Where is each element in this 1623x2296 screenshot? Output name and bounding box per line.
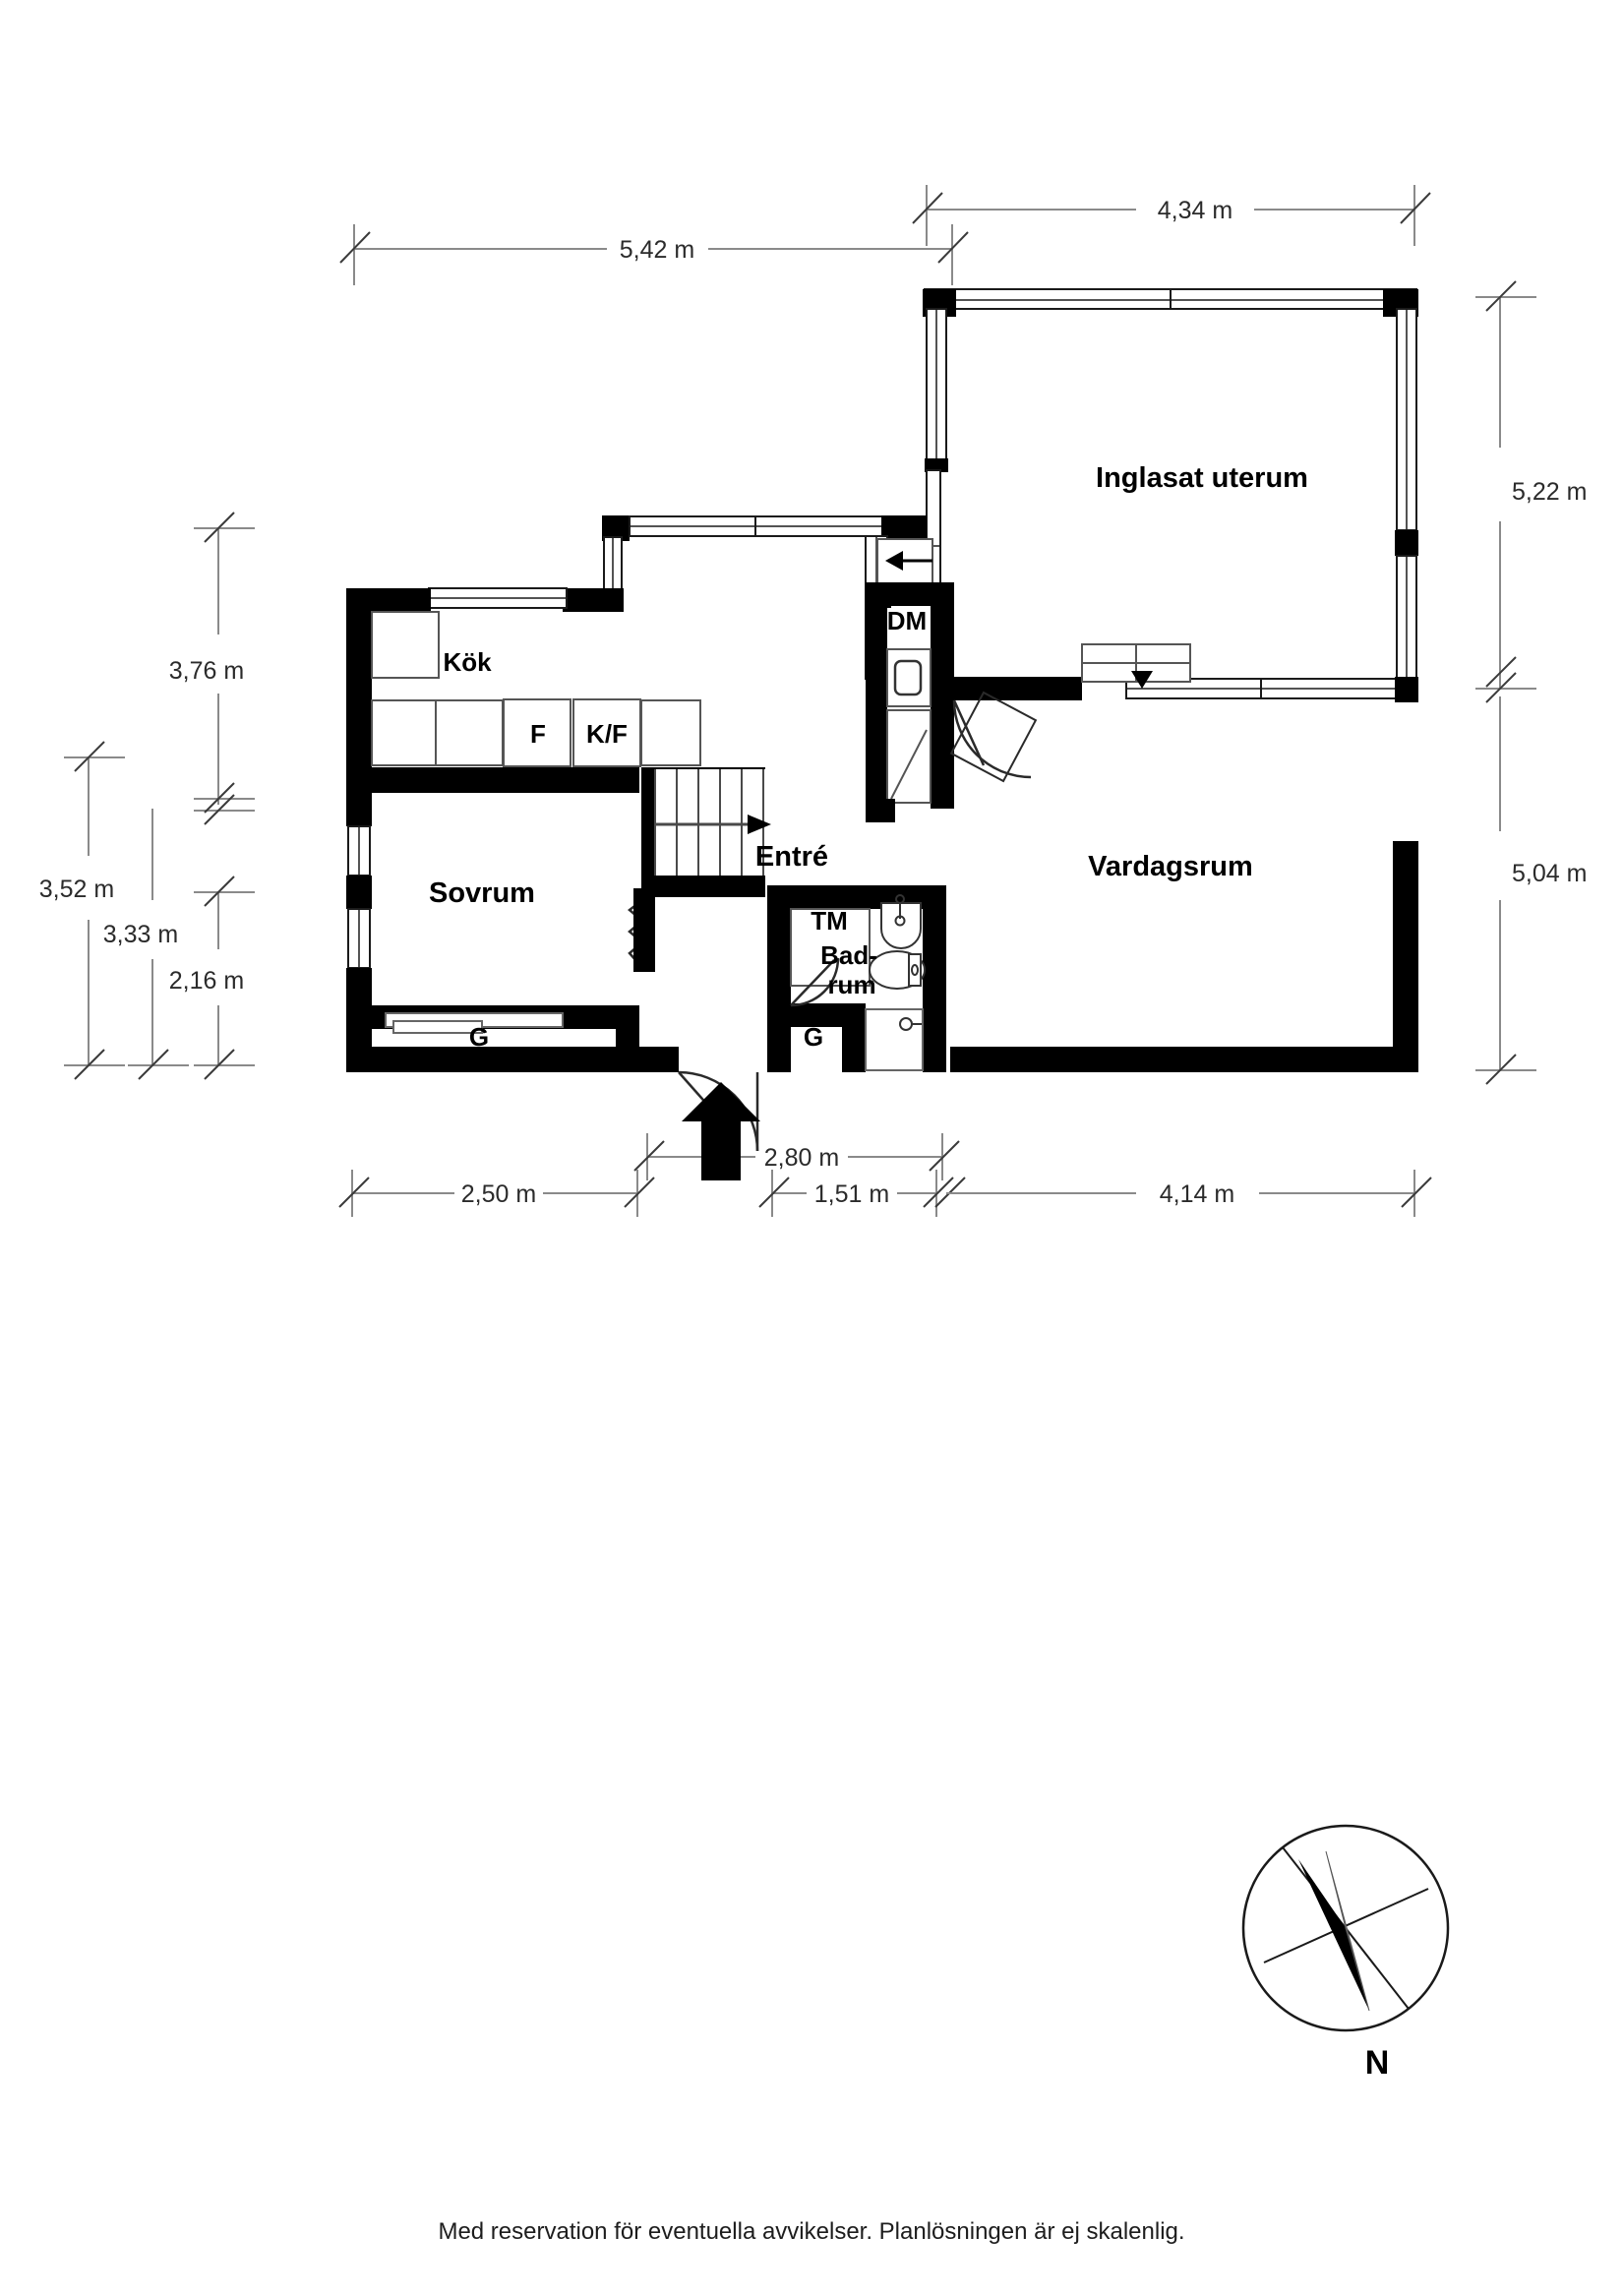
- room-inglasat-uterum: [923, 288, 1418, 707]
- dimension-right-5-22: 5,22 m: [1512, 478, 1587, 506]
- room-sovrum: [346, 793, 679, 1072]
- room-label-vardagsrum: Vardagsrum: [1088, 851, 1253, 882]
- dimension-left-2-16: 2,16 m: [169, 967, 244, 995]
- appliance-label-f: F: [530, 719, 546, 749]
- room-vardagsrum: [949, 643, 1418, 1072]
- appliance-label-dm: DM: [887, 606, 927, 635]
- closet-dm: [865, 535, 954, 822]
- dimension-bottom-2-50: 2,50 m: [461, 1180, 536, 1208]
- bathroom-structure: [767, 885, 946, 1072]
- dimension-top-5-42: 5,42 m: [620, 236, 694, 264]
- room-label-entre: Entré: [755, 841, 828, 873]
- toilet-icon: [869, 950, 926, 990]
- appliance-label-g-entre: G: [804, 1022, 823, 1052]
- stairs-icon: [641, 767, 771, 897]
- dimension-top-4-34: 4,34 m: [1158, 197, 1232, 224]
- dimension-lines-right: [1475, 280, 1536, 1085]
- room-label-badrum-line1: Bad-: [820, 940, 877, 970]
- dimension-right-5-04: 5,04 m: [1512, 860, 1587, 887]
- room-label-kok: Kök: [443, 647, 492, 677]
- appliance-label-kf: K/F: [586, 719, 628, 749]
- footer-disclaimer: Med reservation för eventuella avvikelse…: [438, 2218, 1185, 2245]
- room-label-inglasat-uterum: Inglasat uterum: [1096, 462, 1308, 494]
- wall-break-symbol: [628, 899, 644, 963]
- appliance-label-g-sovrum: G: [469, 1022, 489, 1052]
- dimension-left-3-52: 3,52 m: [39, 876, 114, 903]
- room-label-badrum-line2: rum: [827, 970, 875, 999]
- dimension-lines-left: [64, 512, 255, 1080]
- dimension-bottom-2-80: 2,80 m: [764, 1144, 839, 1172]
- dimension-bottom-1-51: 1,51 m: [814, 1180, 889, 1208]
- appliance-label-tm: TM: [811, 906, 848, 936]
- room-label-sovrum: Sovrum: [429, 877, 535, 909]
- dimension-left-3-76: 3,76 m: [169, 657, 244, 685]
- sink-icon: [880, 894, 922, 949]
- shower-icon: [899, 1017, 922, 1031]
- dimension-bottom-4-14: 4,14 m: [1160, 1180, 1234, 1208]
- entry-arrow-icon: [682, 1082, 760, 1180]
- dimension-left-3-33: 3,33 m: [103, 921, 178, 948]
- dimension-lines-top: [339, 185, 1431, 285]
- room-kok: [346, 515, 927, 793]
- compass-north-label: N: [1365, 2044, 1390, 2082]
- compass-rose-icon: [1241, 1824, 1450, 2032]
